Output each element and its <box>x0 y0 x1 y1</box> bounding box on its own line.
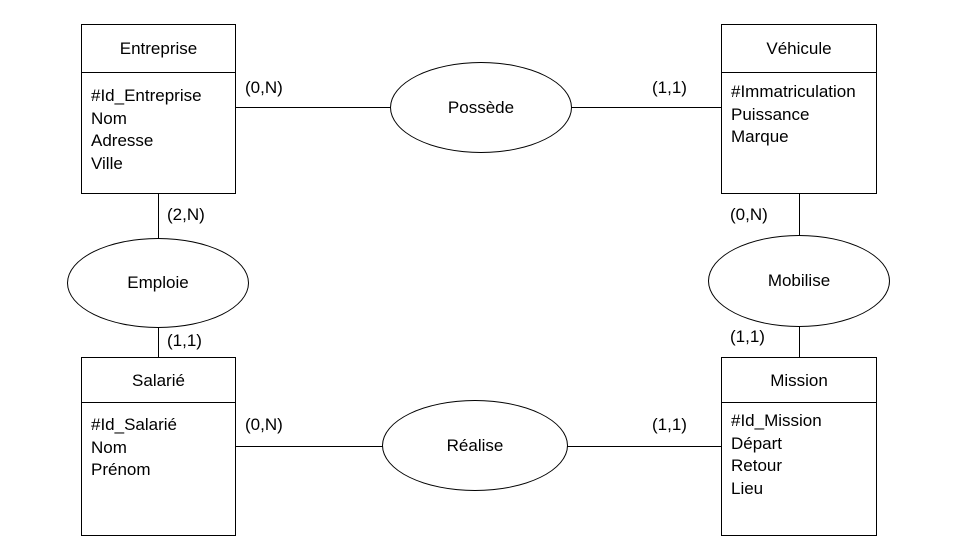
entity-salarie-name: Salarié <box>132 371 185 390</box>
cardinality-realise-mission: (1,1) <box>652 415 687 434</box>
cardinality-possede-vehicule: (1,1) <box>652 78 687 97</box>
cardinality-mobilise-mission: (1,1) <box>730 327 765 346</box>
attribute-marque: Marque <box>731 127 789 146</box>
link-vehicule-mobilise <box>799 193 800 235</box>
cardinality-possede-entreprise: (0,N) <box>245 78 283 97</box>
entity-salarie-divider <box>82 402 235 403</box>
entity-vehicule[interactable]: Véhicule #Immatriculation Puissance Marq… <box>721 24 877 194</box>
relation-emploie[interactable]: Emploie <box>67 238 249 328</box>
entity-mission[interactable]: Mission #Id_Mission Départ Retour Lieu <box>721 357 877 536</box>
attribute-depart: Départ <box>731 433 783 453</box>
link-possede-vehicule <box>571 107 722 108</box>
entity-vehicule-name: Véhicule <box>766 39 832 58</box>
entity-vehicule-attributes: #Immatriculation Puissance Marque <box>731 81 856 149</box>
link-emploie-salarie <box>158 315 159 358</box>
relation-mobilise[interactable]: Mobilise <box>708 235 890 327</box>
attribute-puissance: Puissance <box>731 104 810 124</box>
attribute-adresse: Adresse <box>91 131 154 150</box>
attribute-immatriculation: #Immatriculation <box>731 82 856 101</box>
entity-entreprise[interactable]: Entreprise #Id_Entreprise Nom Adresse Vi… <box>81 24 236 194</box>
cardinality-emploie-entreprise: (2,N) <box>167 205 205 224</box>
entity-mission-divider <box>722 402 876 403</box>
entity-vehicule-divider <box>722 72 876 73</box>
entity-mission-name: Mission <box>770 371 828 390</box>
link-entreprise-possede <box>236 107 391 108</box>
attribute-lieu: Lieu <box>731 478 764 498</box>
attribute-ville: Ville <box>91 153 123 173</box>
relation-realise[interactable]: Réalise <box>382 400 568 491</box>
attribute-nom: Nom <box>91 108 127 128</box>
entity-entreprise-divider <box>82 72 235 73</box>
entity-salarie[interactable]: Salarié #Id_Salarié Nom Prénom <box>81 357 236 536</box>
cardinality-emploie-salarie: (1,1) <box>167 331 202 350</box>
relation-possede[interactable]: Possède <box>390 62 572 153</box>
attribute-id-salarie: #Id_Salarié <box>91 415 178 434</box>
attribute-id-mission: #Id_Mission <box>731 411 822 430</box>
link-mobilise-mission <box>799 327 800 357</box>
attribute-nom: Nom <box>91 437 127 457</box>
attribute-id-entreprise: #Id_Entreprise <box>91 86 202 105</box>
cardinality-mobilise-vehicule: (0,N) <box>730 205 768 224</box>
entity-entreprise-attributes: #Id_Entreprise Nom Adresse Ville <box>91 85 202 175</box>
link-entreprise-emploie <box>158 193 159 250</box>
cardinality-realise-salarie: (0,N) <box>245 415 283 434</box>
link-salarie-realise <box>236 446 383 447</box>
attribute-prenom: Prénom <box>91 460 151 479</box>
attribute-retour: Retour <box>731 456 783 475</box>
link-realise-mission <box>567 446 721 447</box>
entity-salarie-attributes: #Id_Salarié Nom Prénom <box>91 414 177 482</box>
entity-entreprise-name: Entreprise <box>119 39 198 58</box>
entity-mission-attributes: #Id_Mission Départ Retour Lieu <box>731 410 822 500</box>
